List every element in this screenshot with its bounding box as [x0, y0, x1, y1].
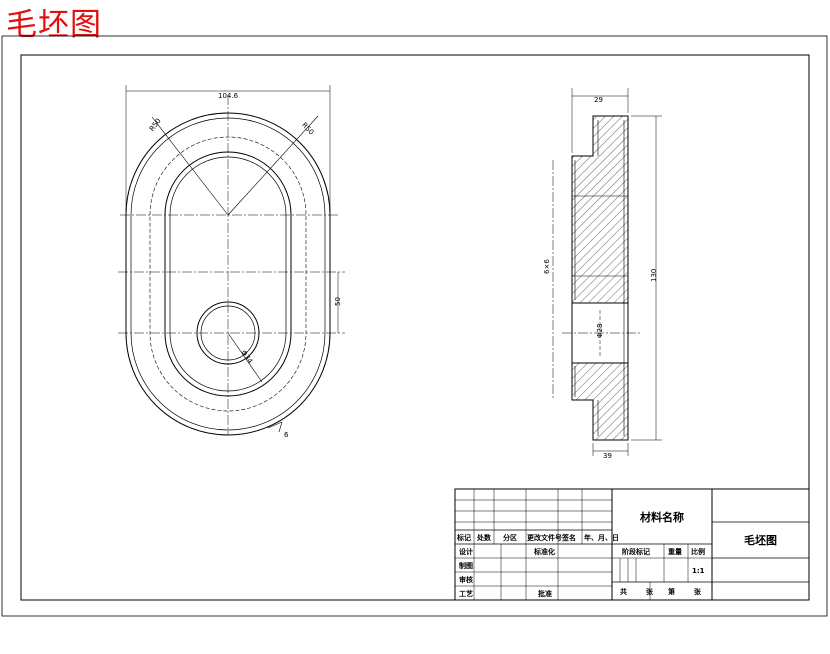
front-view: [118, 85, 345, 436]
sheet-total: 共: [620, 587, 627, 596]
label-scale: 比例: [691, 547, 705, 556]
sheet-unit-2: 张: [694, 587, 702, 596]
header-change-doc: 更改文件号: [527, 533, 562, 542]
side-dim-bore: Φ28: [596, 324, 604, 338]
label-standardization: 标准化: [533, 547, 555, 556]
inner-outline-2: [169, 156, 287, 392]
front-dim-finish: 6: [284, 431, 289, 439]
header-date: 年、月、日: [584, 533, 619, 542]
side-dim-left: 6×6: [543, 259, 551, 274]
header-mark: 标记: [456, 533, 471, 542]
header-signature: 签名: [561, 533, 576, 542]
side-dim-bottom: 39: [603, 452, 612, 460]
front-dim-offset: 50: [334, 297, 342, 306]
finish-mark: [267, 421, 283, 429]
label-design: 设计: [459, 547, 473, 556]
sheet-unit-1: 张: [646, 587, 654, 596]
hole-outer: [196, 301, 260, 365]
outer-border: [1, 35, 828, 617]
header-count: 处数: [476, 533, 492, 542]
inner-frame: [20, 54, 810, 601]
section-upper: [571, 115, 629, 304]
sheet-no: 第: [668, 587, 675, 596]
front-dim-radius-right: R50: [300, 121, 315, 137]
side-dim-top: 29: [594, 96, 603, 104]
material-name: 材料名称: [640, 510, 684, 524]
side-dim-height: 130: [650, 269, 658, 282]
label-weight: 重量: [668, 547, 682, 556]
label-drafting: 制图: [459, 561, 473, 570]
front-dim-hole: Φ34: [239, 349, 254, 366]
radius-leader-left: [151, 116, 229, 216]
label-process: 工艺: [459, 589, 473, 598]
front-dim-radius-left: R50: [148, 117, 163, 133]
label-review: 审核: [459, 575, 473, 584]
hole-inner: [200, 305, 256, 361]
header-zone: 分区: [503, 533, 517, 542]
hidden-ring: [149, 136, 307, 412]
outer-outline-2: [130, 117, 326, 431]
hole-leader: [227, 332, 263, 383]
section-lower: [571, 362, 629, 441]
title-block: [454, 488, 810, 601]
label-stage-mark: 阶段标记: [622, 547, 650, 556]
outer-outline: [125, 112, 331, 436]
inner-outline: [164, 151, 292, 397]
radius-leader-right: [227, 115, 319, 216]
drawing-name: 毛坯图: [744, 533, 777, 547]
label-approve: 批准: [538, 589, 552, 598]
front-dim-width: 104.6: [218, 92, 239, 100]
side-view: [552, 88, 662, 456]
scale-value: 1:1: [692, 567, 705, 575]
drawing-stamp-title: 毛坯图: [6, 7, 102, 43]
